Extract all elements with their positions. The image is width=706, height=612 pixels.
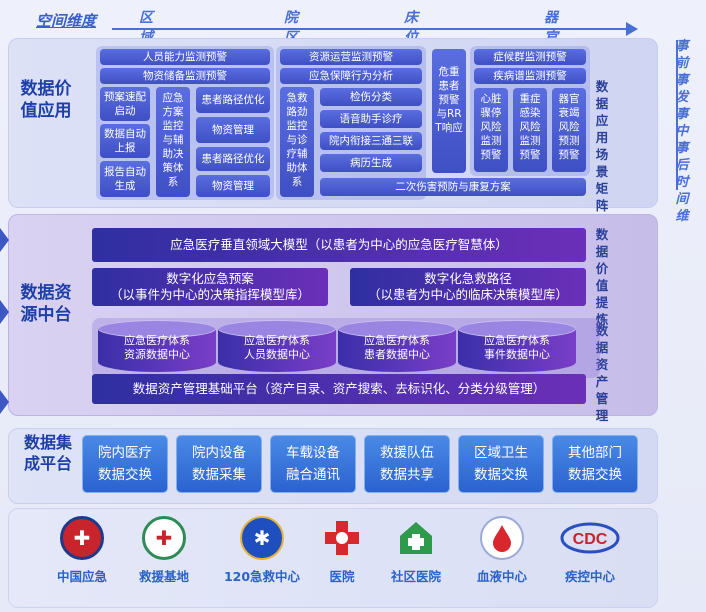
emergency-plan-monitor-column[interactable]: 应急方案监控与辅助决策体系 — [156, 87, 190, 197]
hospital-medical-exchange[interactable]: 院内医疗数据交换 — [82, 435, 168, 493]
other-dept-exchange[interactable]: 其他部门数据交换 — [552, 435, 638, 493]
resource-data-center[interactable]: 应急医疗体系资源数据中心 — [98, 320, 216, 376]
source-community-hospital[interactable]: 社区医院 — [376, 516, 456, 585]
star-of-life-icon: ✱ — [240, 516, 284, 560]
blood-drop-icon — [480, 516, 524, 560]
auto-report-generate[interactable]: 报告自动生成 — [100, 161, 150, 197]
source-china-emergency[interactable]: ✚ 中国应急 — [42, 516, 122, 585]
plan-quick-start[interactable]: 预案速配启动 — [100, 87, 150, 121]
supply-manage-2[interactable]: 物资管理 — [196, 175, 270, 197]
triage-box[interactable]: 检伤分类 — [320, 88, 422, 106]
data-integration-title: 数据集成平台 — [24, 433, 73, 473]
space-axis-line — [112, 28, 632, 30]
patient-path-opt-2[interactable]: 患者路径优化 — [196, 147, 270, 171]
rescue-route-monitor-column[interactable]: 急救路劲监控与诊疗辅助体系 — [280, 87, 314, 197]
event-data-center[interactable]: 应急医疗体系事件数据中心 — [458, 320, 576, 376]
digital-emergency-plan-box[interactable]: 数字化应急预案 （以事件为中心的决策指挥模型库） — [92, 268, 328, 306]
data-scene-matrix-label: 数据应用场景矩阵 — [595, 79, 609, 213]
data-resource-title: 数据资源中台 — [20, 283, 72, 325]
asset-manage-label: 数据资产管理 — [595, 323, 609, 423]
plan-lib-subtitle: （以事件为中心的决策指挥模型库） — [109, 287, 310, 302]
path-lib-title: 数字化急救路径 — [424, 271, 512, 286]
supply-reserve-alert[interactable]: 物资储备监测预警 — [100, 68, 270, 84]
left-chevron-icon — [0, 390, 9, 414]
path-lib-subtitle: （以患者为中心的临床决策模型库） — [367, 287, 568, 302]
plan-lib-title: 数字化应急预案 — [166, 271, 254, 286]
record-generate-box[interactable]: 病历生成 — [320, 154, 422, 172]
source-hospital[interactable]: 医院 — [302, 516, 382, 585]
data-value-title: 数据价值应用 — [20, 79, 72, 121]
patient-path-opt-1[interactable]: 患者路径优化 — [196, 87, 270, 113]
critical-patient-alert-column[interactable]: 危重患者预警与RRT响应 — [432, 49, 466, 173]
space-axis-arrow-icon — [626, 22, 638, 36]
vehicle-device-comm[interactable]: 车载设备融合通讯 — [270, 435, 356, 493]
time-dimension-label: 事前事发事中事后时间维 — [675, 39, 689, 224]
source-rescue-base[interactable]: ✚ 救援基地 — [124, 516, 204, 585]
severe-infection-risk-alert[interactable]: 重症感染风险监测预警 — [513, 88, 547, 172]
emergency-emblem-icon: ✚ — [60, 516, 104, 560]
hospital-cross-icon — [320, 516, 364, 560]
disease-spectrum-alert[interactable]: 疾病谱监测预警 — [474, 68, 586, 84]
source-cdc[interactable]: CDC 疾控中心 — [550, 516, 630, 585]
cdc-logo-icon: CDC — [560, 516, 620, 560]
cardiac-arrest-risk-alert[interactable]: 心脏骤停风险监测预警 — [474, 88, 508, 172]
space-dimension-title: 空间维度 — [36, 12, 97, 30]
secondary-injury-prevention-bar[interactable]: 二次伤害预防与康复方案 — [320, 178, 586, 196]
hospital-link-box[interactable]: 院内衔接三通三联 — [320, 132, 422, 150]
organ-failure-risk-alert[interactable]: 器官衰竭风险预测预警 — [552, 88, 586, 172]
auto-report-upload[interactable]: 数据自动上报 — [100, 124, 150, 158]
asset-platform-bar[interactable]: 数据资产管理基础平台（资产目录、资产搜索、去标识化、分类分级管理） — [92, 374, 586, 404]
time-axis-line — [676, 40, 678, 190]
llm-model-bar[interactable]: 应急医疗垂直领域大模型（以患者为中心的应急医疗智慧体） — [92, 228, 586, 262]
regional-health-exchange[interactable]: 区域卫生数据交换 — [458, 435, 544, 493]
left-chevron-icon — [0, 300, 9, 324]
hospital-device-collect[interactable]: 院内设备数据采集 — [176, 435, 262, 493]
syndrome-monitor-alert[interactable]: 症候群监测预警 — [474, 49, 586, 65]
community-hospital-icon — [394, 516, 438, 560]
emergency-support-analysis[interactable]: 应急保障行为分析 — [280, 68, 422, 84]
personnel-data-center[interactable]: 应急医疗体系人员数据中心 — [218, 320, 336, 376]
source-120-center[interactable]: ✱ 120急救中心 — [216, 516, 308, 585]
voice-assistant-box[interactable]: 语音助手诊疗 — [320, 110, 422, 128]
rescue-team-share[interactable]: 救援队伍数据共享 — [364, 435, 450, 493]
data-source-panel — [8, 508, 658, 608]
value-refine-label: 数据价值提炼 — [595, 227, 609, 327]
digital-rescue-path-box[interactable]: 数字化急救路径 （以患者为中心的临床决策模型库） — [350, 268, 586, 306]
svg-text:CDC: CDC — [573, 531, 608, 548]
resource-ops-alert[interactable]: 资源运营监测预警 — [280, 49, 422, 65]
source-blood-center[interactable]: 血液中心 — [462, 516, 542, 585]
staff-capacity-alert[interactable]: 人员能力监测预警 — [100, 49, 270, 65]
rescue-base-emblem-icon: ✚ — [142, 516, 186, 560]
left-chevron-icon — [0, 228, 9, 252]
patient-data-center[interactable]: 应急医疗体系患者数据中心 — [338, 320, 456, 376]
supply-manage-1[interactable]: 物资管理 — [196, 117, 270, 143]
